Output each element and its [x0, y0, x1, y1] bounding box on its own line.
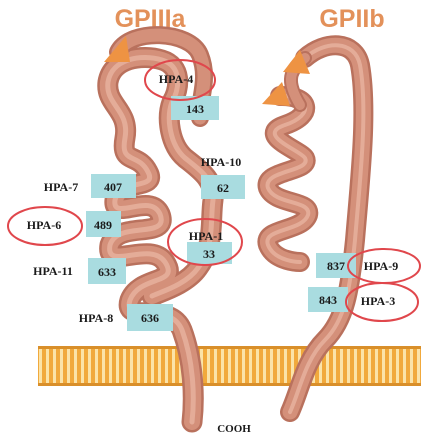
residue-636-label: 636 — [141, 311, 159, 325]
residue-62-label: 62 — [217, 181, 229, 195]
residue-837-label: 837 — [327, 259, 345, 273]
residue-box-407: 407 — [91, 174, 136, 198]
gpiib-title: GPIIb — [319, 5, 384, 33]
residue-633-label: 633 — [98, 265, 116, 279]
residue-33-label: 33 — [203, 247, 215, 261]
hpa-11-label: HPA-11 — [33, 264, 73, 278]
residue-box-62: 62 — [201, 175, 245, 199]
residue-143-label: 143 — [186, 102, 204, 116]
hpa-4-label: HPA-4 — [159, 72, 193, 86]
residue-407-label: 407 — [104, 180, 122, 194]
residue-843-label: 843 — [319, 293, 337, 307]
residue-489-label: 489 — [94, 218, 112, 232]
hpa-8-label: HPA-8 — [79, 311, 113, 325]
hpa-7-label: HPA-7 — [44, 180, 78, 194]
hpa-10-label: HPA-10 — [201, 155, 241, 169]
hpa-9-label: HPA-9 — [364, 259, 398, 273]
residue-box-489: 489 — [86, 211, 121, 237]
cooh-terminus-label: COOH — [217, 423, 251, 435]
hpa-1-label: HPA-1 — [189, 229, 223, 243]
residue-box-633: 633 — [88, 258, 126, 284]
hpa-6-label: HPA-6 — [27, 218, 61, 232]
residue-box-636: 636 — [127, 304, 173, 331]
hpa-3-label: HPA-3 — [361, 294, 395, 308]
cell-membrane — [38, 346, 421, 386]
residue-box-843: 843 — [308, 287, 348, 312]
residue-box-837: 837 — [316, 253, 356, 278]
